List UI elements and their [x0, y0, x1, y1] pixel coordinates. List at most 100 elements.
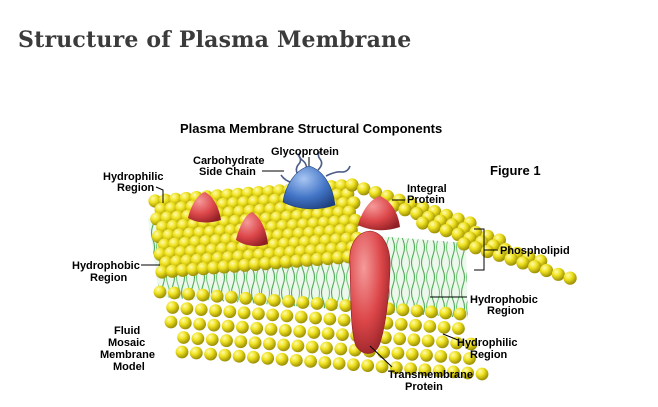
phospholipid-head [394, 317, 408, 331]
phospholipid-head [325, 298, 338, 311]
phospholipid-head [475, 367, 489, 381]
phospholipid-head [416, 216, 430, 230]
phospholipid-head [391, 346, 405, 360]
phospholipid-head [345, 178, 359, 192]
fluid-mosaic-model-label: Membrane [100, 349, 155, 361]
phospholipid-head [264, 322, 278, 336]
phospholipid-head [452, 322, 465, 335]
page-title: Structure of Plasma Membrane [18, 27, 412, 53]
phospholipid-head [189, 346, 203, 360]
integral-protein [236, 212, 268, 247]
integral-protein-label: Protein [407, 194, 445, 206]
bottom-phospholipid-layer [153, 285, 489, 381]
phospholipid-head [228, 259, 242, 273]
phospholipid-head [423, 320, 437, 333]
phospholipid-head [404, 362, 417, 376]
phospholipid-head [210, 289, 224, 303]
phospholipid-head [377, 345, 390, 359]
phospholipid-head [437, 321, 451, 334]
phospholipid-head [294, 310, 308, 324]
phospholipid-head [252, 307, 265, 321]
phospholipid-head [182, 287, 196, 301]
phospholipid-head [453, 307, 467, 321]
phospholipid-head [318, 356, 332, 369]
phospholipid-head [307, 326, 321, 339]
phospholipid-head [439, 306, 453, 320]
phospholipid-head [167, 286, 181, 300]
phospholipid-head [434, 350, 448, 363]
phospholipid-head [504, 252, 518, 266]
phospholipid-head [282, 295, 295, 308]
phospholipid-head [164, 315, 178, 329]
phospholipid-head [165, 264, 179, 278]
phospholipid-head [186, 262, 200, 277]
fluid-mosaic-model-label: Model [113, 361, 145, 373]
phospholipid-head [398, 203, 412, 217]
phospholipid-head [290, 254, 304, 268]
phospholipid-head [153, 285, 167, 299]
phospholipid-head [263, 337, 276, 351]
phospholipid-head [223, 305, 237, 319]
phospholipid-head [291, 339, 305, 353]
phospholipid-head [357, 182, 371, 196]
phospholipid-head [309, 311, 322, 325]
phospholipid-head [236, 320, 249, 334]
phospholipid-head [410, 206, 424, 221]
phospholipid-head [166, 301, 180, 314]
hydrophilic-region-label: Hydrophilic [457, 337, 518, 349]
phospholipid-head [436, 335, 449, 349]
phospholipid-head [248, 336, 262, 350]
phospholipid-head [563, 271, 577, 285]
phospholipid-head [405, 347, 419, 361]
phospholipid-head [492, 248, 506, 262]
integral-protein [188, 192, 221, 223]
phospholipid-head [193, 317, 207, 331]
transmembrane-protein-label: Transmembrane [388, 369, 473, 381]
phospholipid-head [407, 333, 421, 347]
phospholipid-head [464, 337, 478, 351]
phospholipid-head [432, 364, 446, 378]
phospholipid-head [259, 257, 273, 271]
phospholipid-head [321, 251, 335, 266]
phospholipid-label: Phospholipid [500, 245, 570, 257]
carbohydrate-side-chain-label: Carbohydrate [193, 155, 265, 167]
phospholipid-head [204, 347, 218, 361]
phospholipid-head [191, 332, 205, 345]
phospholipid-head [267, 294, 281, 307]
phospholipid-head [337, 313, 351, 327]
phospholipid-head [275, 352, 289, 366]
transmembrane-protein-label: Protein [405, 381, 443, 393]
phospholipid-head [469, 241, 483, 255]
phospholipid-head [451, 227, 465, 241]
figure-label: Figure 1 [490, 163, 541, 178]
phospholipid-head [237, 306, 251, 320]
phospholipid-head [279, 255, 293, 269]
transmembrane-protein [349, 230, 391, 354]
phospholipid-head [420, 348, 433, 362]
phospholipid-head [178, 316, 192, 330]
phospholipid-head [194, 303, 208, 316]
phospholipid-head [447, 365, 460, 379]
phospholipid-head [410, 304, 424, 318]
phospholipid-head [232, 349, 246, 363]
phospholipid-head [277, 338, 290, 352]
phospholipid-head [278, 324, 292, 337]
integral-protein-label: Integral [407, 183, 447, 195]
phospholipid-head [253, 292, 267, 306]
integral-protein [358, 196, 400, 231]
phospholipid-head [334, 342, 348, 356]
phospholipid-head [461, 366, 475, 380]
phospholipid-head [331, 251, 345, 265]
phospholipid-head [389, 361, 403, 375]
phospholipid-bracket [474, 228, 498, 271]
fluid-mosaic-model-label: Fluid [114, 325, 140, 337]
phospholipid-head [336, 328, 349, 341]
hydrophilic-region-label: Hydrophilic [103, 171, 164, 183]
hydrophobic-region-label: Region [90, 272, 128, 284]
hydrophobic-region-label: Hydrophobic [470, 294, 538, 306]
phospholipid-head [234, 335, 248, 349]
carbohydrate-side-chain-label: Side Chain [199, 166, 256, 178]
phospholipid-head [180, 302, 194, 315]
hydrophilic-region-label: Region [470, 349, 508, 361]
